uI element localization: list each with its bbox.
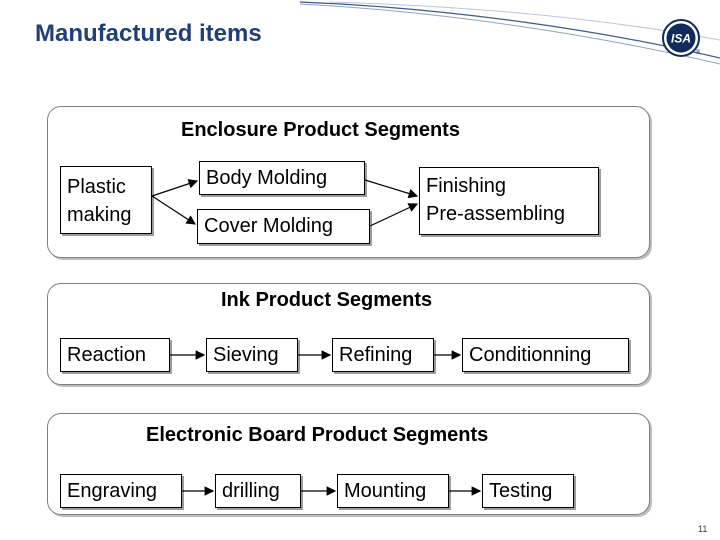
cover-molding-box: Cover Molding: [197, 209, 370, 244]
enclosure-segment-title: Enclosure Product Segments: [181, 119, 460, 141]
reaction-box: Reaction: [60, 338, 170, 372]
finishing-preassembling-box: Finishing Pre-assembling: [419, 167, 599, 235]
body-molding-box: Body Molding: [199, 161, 365, 195]
page-title: Manufactured items: [35, 20, 262, 47]
electronic-board-segment-title: Electronic Board Product Segments: [146, 424, 489, 446]
svg-text:ISA: ISA: [671, 32, 691, 46]
engraving-box: Engraving: [60, 474, 182, 508]
drilling-box: drilling: [215, 474, 301, 508]
ink-segment-title: Ink Product Segments: [221, 289, 433, 311]
plastic-making-box: Plastic making: [60, 166, 152, 234]
svg-text:®: ®: [696, 49, 701, 56]
conditionning-box: Conditionning: [462, 338, 629, 372]
sieving-box: Sieving: [206, 338, 298, 372]
mounting-box: Mounting: [337, 474, 449, 508]
testing-box: Testing: [482, 474, 574, 508]
isa-logo-icon: ISA ®: [662, 19, 701, 57]
refining-box: Refining: [332, 338, 434, 372]
page-number: 11: [698, 524, 708, 534]
